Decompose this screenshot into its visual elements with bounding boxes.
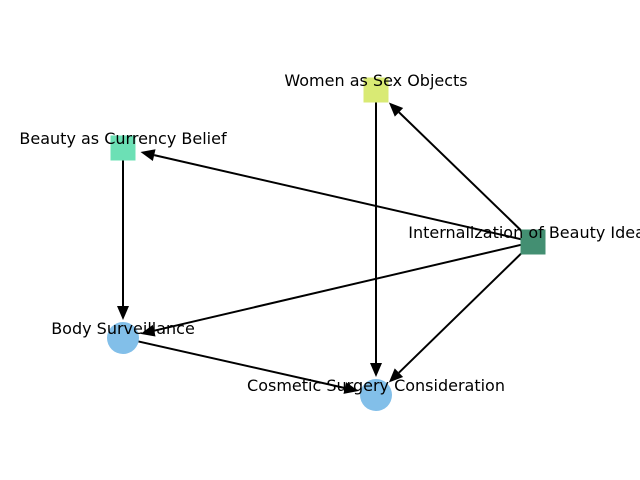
node-label-bcb: Beauty as Currency Belief [19, 129, 227, 148]
arrowhead-bs-to-csc [343, 382, 359, 394]
edge-ibi-to-bcb [153, 154, 534, 243]
node-label-csc: Cosmetic Surgery Consideration [247, 376, 505, 395]
nodes-layer [107, 77, 546, 411]
node-bs[interactable] [107, 322, 139, 354]
node-bcb[interactable] [110, 135, 136, 161]
edge-ibi-to-wso [398, 111, 534, 243]
arrowhead-ibi-to-bcb [140, 149, 156, 161]
edge-ibi-to-csc [398, 241, 534, 374]
node-label-bs: Body Surveillance [51, 319, 195, 338]
arrowhead-wso-to-csc [370, 363, 382, 377]
edges-layer [117, 90, 534, 394]
node-ibi[interactable] [520, 229, 546, 255]
node-csc[interactable] [360, 379, 392, 411]
node-label-wso: Women as Sex Objects [284, 71, 467, 90]
edge-ibi-to-bs [153, 241, 534, 332]
arrowhead-ibi-to-wso [388, 102, 404, 117]
arrowhead-ibi-to-csc [388, 368, 404, 383]
edge-bs-to-csc [122, 337, 346, 389]
node-label-ibi: Internalization of Beauty Ideals [408, 223, 640, 242]
arrowhead-ibi-to-bs [140, 324, 156, 337]
arrowhead-bcb-to-bs [117, 306, 129, 320]
node-wso[interactable] [363, 77, 389, 103]
